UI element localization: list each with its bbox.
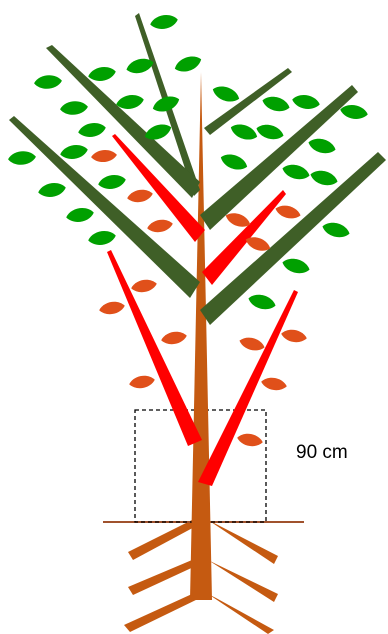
leaf-icon (291, 93, 321, 111)
leaf-icon (149, 13, 179, 31)
leaf-icon (280, 328, 308, 344)
leaf-icon (98, 300, 126, 316)
leaf-icon (146, 218, 174, 234)
leaf-icon (211, 83, 242, 105)
leaf-icon (281, 162, 312, 182)
leaf-icon (274, 203, 302, 221)
leaf-icon (37, 181, 67, 199)
leaf-icon (91, 149, 118, 163)
leaf-icon (59, 143, 89, 161)
leaf-icon (309, 168, 340, 188)
leaf-icon (260, 376, 288, 392)
leaf-icon (247, 292, 278, 312)
leaf-icon (281, 256, 312, 276)
leaf-icon (255, 122, 286, 142)
leaf-icon (65, 206, 95, 224)
trunk (190, 72, 212, 600)
leaf-icon (219, 151, 250, 173)
leaf-icon (173, 53, 204, 75)
leaf-icon (339, 103, 369, 121)
leaf-icon (77, 121, 107, 139)
leaf-icon (321, 220, 352, 240)
leaf-icon (128, 374, 156, 390)
leaf-icon (130, 278, 158, 294)
leaf-icon (261, 94, 292, 114)
leaf-icon (236, 432, 264, 448)
leaf-icon (160, 330, 188, 346)
leaf-icon (307, 136, 338, 156)
leaf-icon (229, 121, 260, 143)
leaf-icon (33, 74, 62, 90)
leaf-icon (87, 65, 117, 83)
measurement-label: 90 cm (296, 442, 348, 464)
leaf-icon (87, 229, 117, 247)
leaf-icon (126, 188, 154, 204)
leaf-icon (7, 150, 36, 166)
leaf-icon (59, 100, 88, 116)
leaf-icon (97, 173, 127, 191)
leaf-icon (238, 335, 266, 353)
